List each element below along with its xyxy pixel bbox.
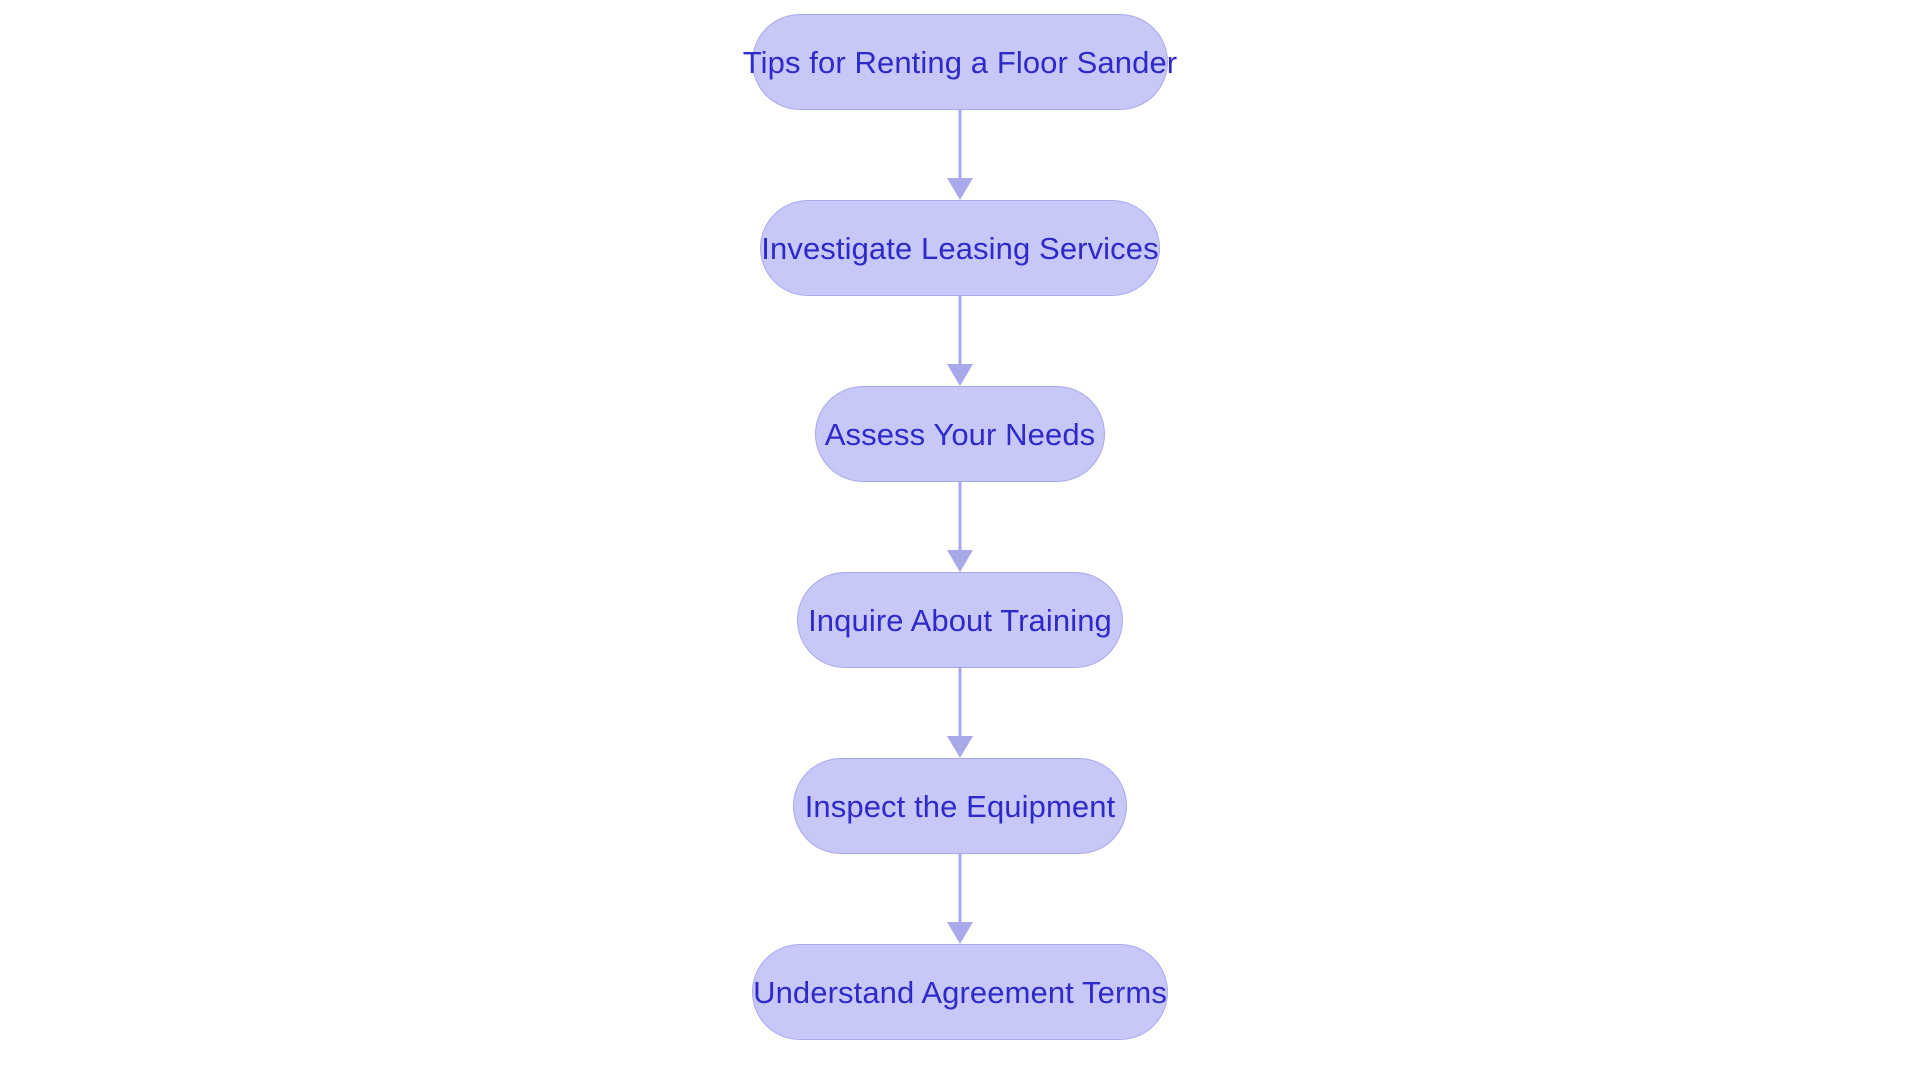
flowchart-node-inquire-about-training[interactable]: Inquire About Training	[797, 572, 1123, 668]
flowchart-node-label: Assess Your Needs	[824, 416, 1096, 452]
flowchart-connector-2	[940, 296, 980, 386]
flowchart-node-label: Investigate Leasing Services	[761, 230, 1159, 266]
flowchart-node-assess-your-needs[interactable]: Assess Your Needs	[815, 386, 1105, 482]
arrow-down-icon	[947, 550, 973, 572]
connector-line	[958, 110, 962, 182]
arrow-down-icon	[947, 178, 973, 200]
flowchart-connector-5	[940, 854, 980, 944]
flowchart-connector-4	[940, 668, 980, 758]
connector-line	[958, 668, 962, 740]
connector-line	[958, 854, 962, 926]
flowchart-node-inspect-the-equipment[interactable]: Inspect the Equipment	[793, 758, 1127, 854]
flowchart-node-label: Inquire About Training	[808, 602, 1112, 638]
arrow-down-icon	[947, 364, 973, 386]
connector-line	[958, 482, 962, 554]
flowchart-node-tips-for-renting-a-floor-sander[interactable]: Tips for Renting a Floor Sander	[743, 14, 1177, 110]
flowchart-node-label: Tips for Renting a Floor Sander	[742, 44, 1178, 80]
flowchart-connector-1	[940, 110, 980, 200]
arrow-down-icon	[947, 922, 973, 944]
flowchart-node-label: Inspect the Equipment	[804, 788, 1116, 824]
flowchart-node-understand-agreement-terms[interactable]: Understand Agreement Terms	[752, 944, 1168, 1040]
flowchart-node-investigate-leasing-services[interactable]: Investigate Leasing Services	[760, 200, 1160, 296]
flowchart-node-label: Understand Agreement Terms	[753, 974, 1167, 1010]
flowchart-connector-3	[940, 482, 980, 572]
arrow-down-icon	[947, 736, 973, 758]
connector-line	[958, 296, 962, 368]
